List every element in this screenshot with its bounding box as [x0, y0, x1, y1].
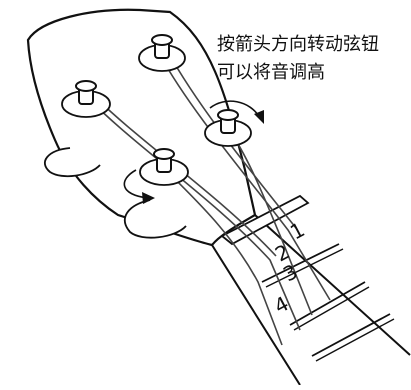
tuning-peg-icon — [151, 34, 173, 59]
fret-3 — [311, 313, 391, 357]
fret-3b — [315, 318, 395, 362]
fret-1 — [261, 243, 340, 283]
nut — [220, 194, 310, 246]
string-3 — [89, 99, 301, 331]
rotation-arrow-head-right — [254, 110, 264, 124]
neck-outline — [211, 214, 411, 386]
fret-2b — [293, 286, 370, 331]
tuning-pegs — [75, 34, 239, 173]
tuning-peg-icon — [75, 80, 97, 105]
headstock-outline — [26, 8, 257, 247]
peg-back-lower — [124, 199, 187, 239]
caption-line-1: 按箭头方向转动弦钮 — [217, 34, 379, 55]
tuning-peg-icon — [217, 109, 239, 134]
string-1 — [159, 54, 331, 301]
tuning-peg-icon — [153, 148, 175, 173]
string-number-1: 1 — [286, 217, 309, 244]
fret-2 — [289, 281, 366, 326]
peg-back-left — [44, 147, 101, 178]
rotation-arrow-head-left — [142, 192, 155, 204]
caption-line-2: 可以将音调高 — [217, 62, 325, 83]
rotation-arrow-icon — [123, 169, 149, 199]
